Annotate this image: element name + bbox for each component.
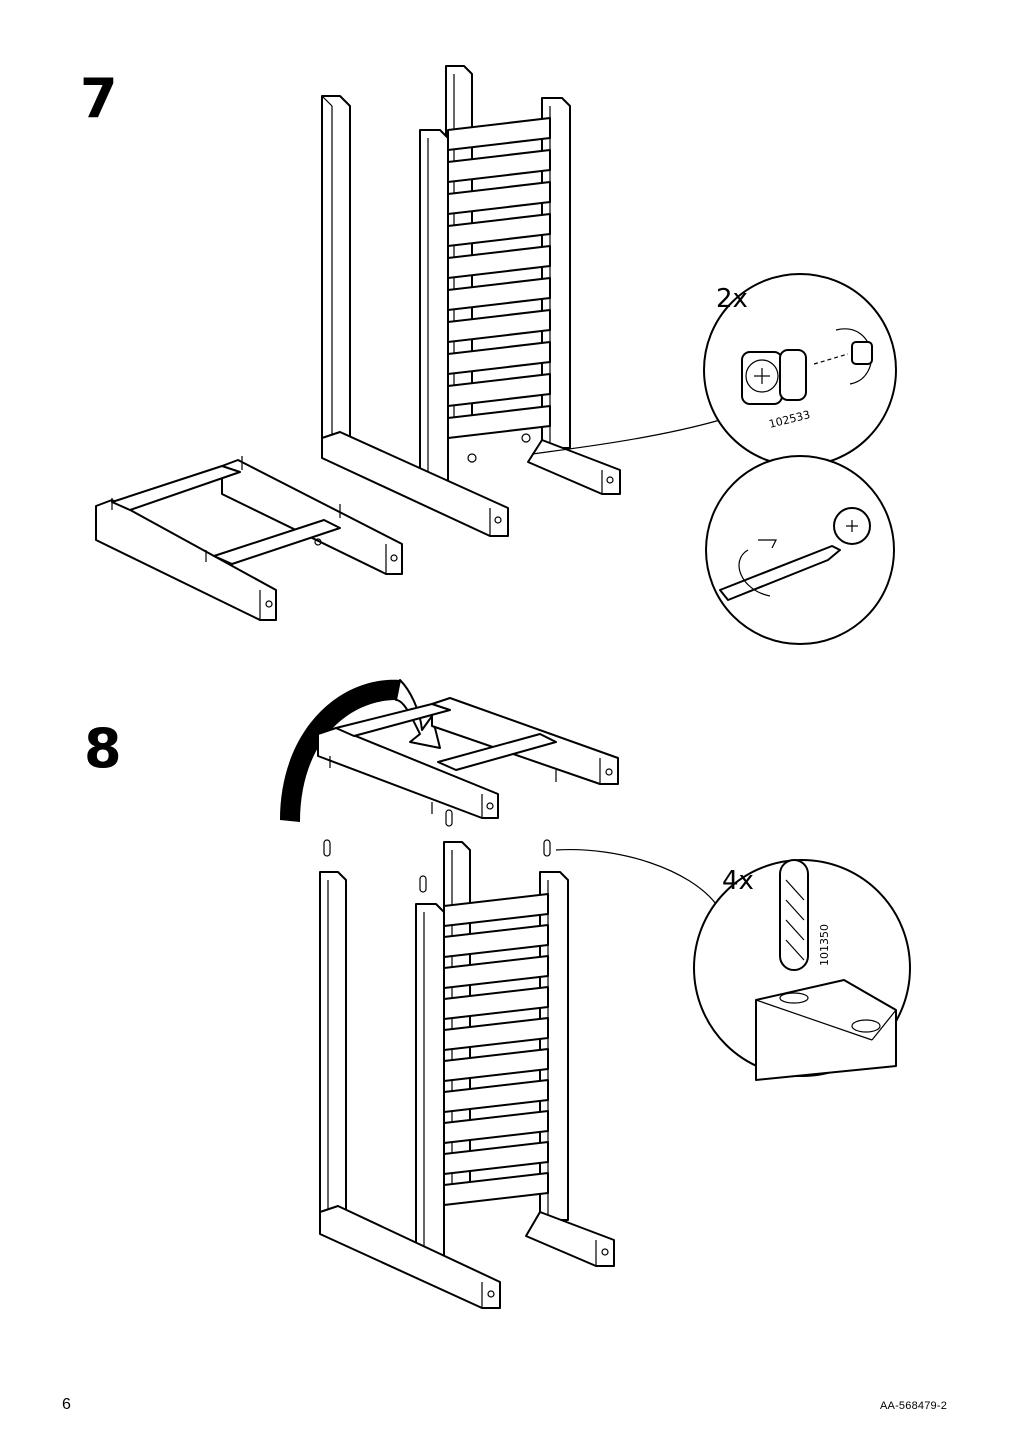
page-number: 6 bbox=[62, 1396, 71, 1413]
step8-detail-dowel: 101350 bbox=[694, 860, 910, 1080]
step7-detail-cam-lock: 102533 bbox=[704, 274, 896, 466]
step7-side-frame bbox=[322, 66, 720, 536]
step8-side-frame bbox=[320, 810, 716, 1308]
cam-lock-quantity: 2x bbox=[716, 284, 748, 314]
step-8-number: 8 bbox=[84, 717, 122, 780]
step-7-number: 7 bbox=[80, 67, 118, 130]
step8-seat-frame bbox=[318, 698, 618, 818]
dowel-part-code: 101350 bbox=[818, 924, 831, 966]
step7-seat-frame bbox=[96, 456, 402, 620]
document-code: AA-568479-2 bbox=[880, 1400, 948, 1412]
step7-detail-screwdriver bbox=[706, 456, 894, 644]
dowel-quantity: 4x bbox=[722, 866, 754, 896]
